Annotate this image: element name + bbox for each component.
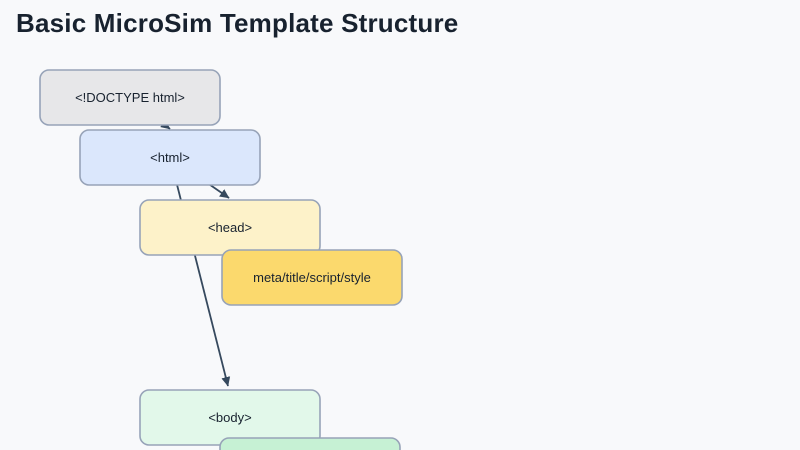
node-doctype: <!DOCTYPE html>: [39, 69, 221, 126]
node-body-child: [219, 437, 401, 450]
node-doctype-label: <!DOCTYPE html>: [75, 90, 185, 105]
node-meta-label: meta/title/script/style: [253, 270, 371, 285]
node-doctype-box: [39, 69, 221, 126]
node-head: <head>: [139, 199, 321, 256]
page-title: Basic MicroSim Template Structure: [16, 8, 459, 38]
node-meta: meta/title/script/style: [221, 249, 403, 306]
node-body-label: <body>: [208, 410, 251, 425]
node-body-child-box: [219, 437, 401, 450]
node-meta-box: [221, 249, 403, 306]
node-body: <body>: [139, 389, 321, 446]
node-html-box: [79, 129, 261, 186]
edge-html-body: [169, 156, 231, 387]
node-html: <html>: [79, 129, 261, 186]
node-html-label: <html>: [150, 150, 190, 165]
node-head-label: <head>: [208, 220, 252, 235]
